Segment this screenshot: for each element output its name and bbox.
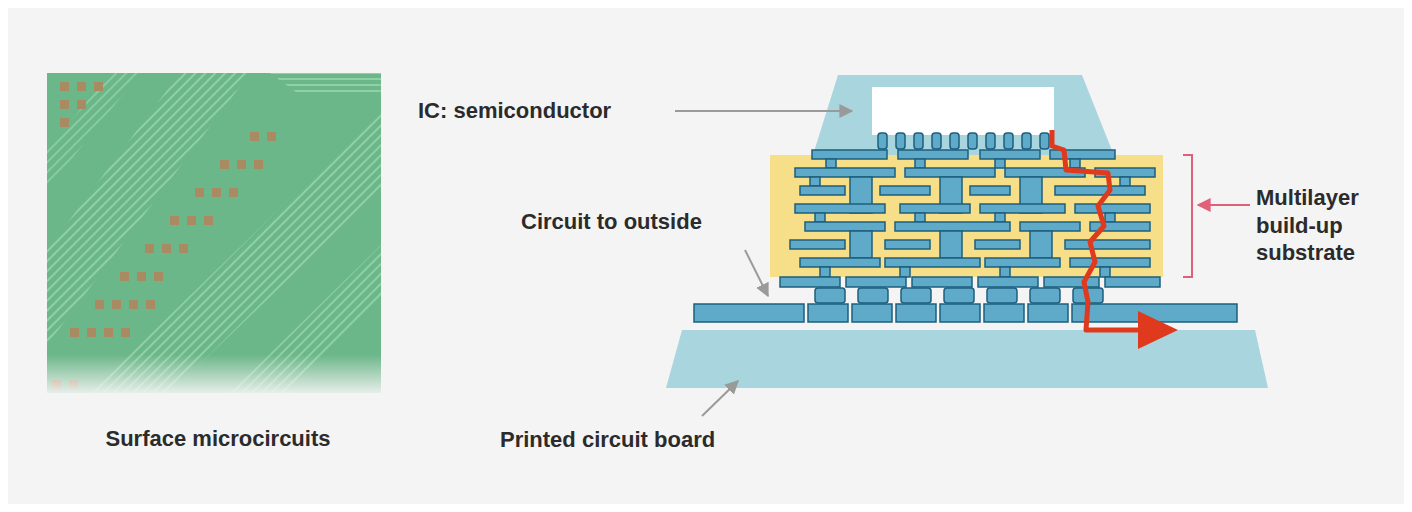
bracket — [1183, 155, 1192, 277]
printed-circuit-board — [666, 330, 1268, 388]
leader-line — [1198, 204, 1250, 206]
part-label: Printed circuit board — [500, 426, 715, 454]
copper-wiring — [694, 133, 1237, 322]
background-panel — [8, 8, 1404, 504]
signal-path-arrow — [1052, 130, 1178, 349]
leader-line — [675, 110, 852, 112]
caption: Surface microcircuits — [47, 425, 389, 453]
microcircuit-photo — [47, 73, 381, 393]
part-label: Multilayer build-up substrate — [1256, 184, 1384, 267]
part-label: IC: semiconductor — [418, 97, 611, 125]
part-label: Circuit to outside — [521, 208, 702, 236]
leader-line — [702, 381, 738, 416]
solder-pads — [52, 82, 276, 389]
ic-package — [812, 75, 1115, 158]
leader-line — [745, 250, 768, 296]
photo-panel: Surface microcircuits — [47, 73, 389, 393]
